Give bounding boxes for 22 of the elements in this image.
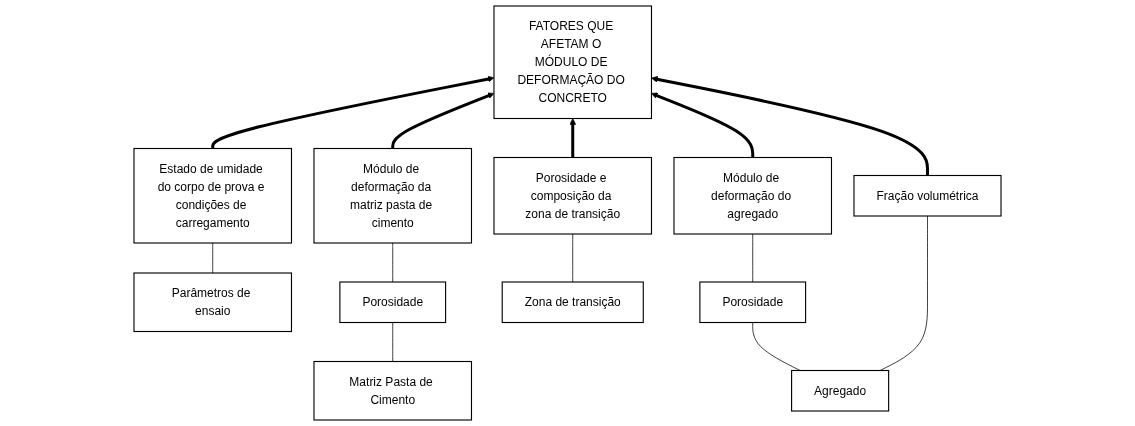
arrow — [569, 118, 577, 158]
node-box: Porosidade — [339, 281, 447, 324]
connector — [752, 233, 754, 283]
connector — [392, 242, 394, 283]
node-box: Estado de umidade do corpo de prova e condições de carregamento — [133, 147, 293, 244]
connector — [572, 233, 574, 283]
arrow — [651, 76, 929, 176]
node-box: FATORES QUE AFETAM O MÓDULO DE DEFORMAÇÃO DO CONCRETO — [493, 5, 653, 120]
node-box: Agregado — [791, 369, 890, 412]
connector — [212, 242, 214, 274]
connector — [752, 322, 801, 371]
node-box: Porosidade e composição da zona de transição — [493, 156, 653, 235]
node-box: Fração volumétrica — [853, 174, 1002, 217]
node-box: Matriz Pasta de Cimento — [313, 360, 473, 421]
node-box: Parâmetros de ensaio — [133, 272, 293, 333]
connector — [392, 322, 394, 362]
node-box: Módulo de deformação da matriz pasta de cimento — [313, 147, 473, 244]
node-box: Zona de transição — [501, 281, 644, 324]
arrow — [651, 92, 755, 158]
connector — [879, 215, 928, 371]
node-box: Porosidade — [699, 281, 807, 324]
node-box: Módulo de deformação do agregado — [673, 156, 833, 235]
